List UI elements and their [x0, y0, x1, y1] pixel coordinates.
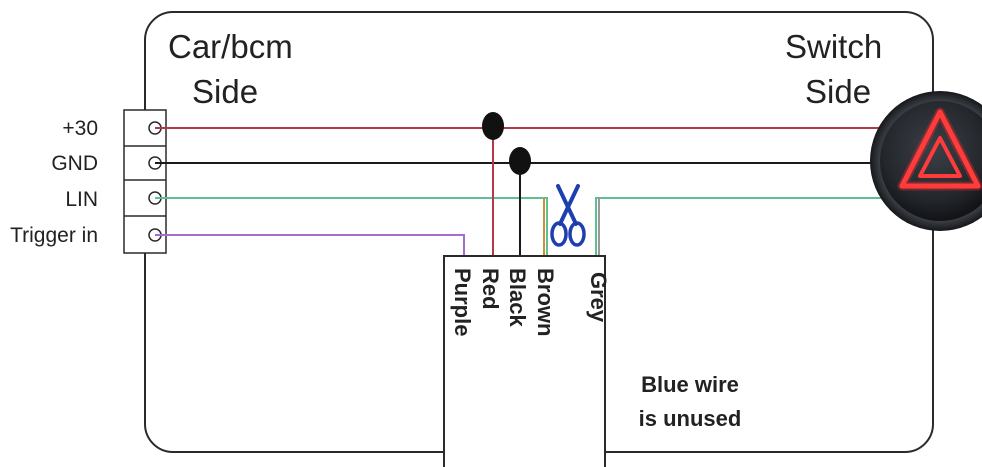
scissors-icon [550, 184, 586, 247]
module-wire-label-grey: Grey [586, 272, 611, 323]
hazard-triangle-icon [897, 107, 982, 191]
module-wire-label-red: Red [478, 268, 503, 310]
pin-label-plus30: +30 [62, 117, 98, 140]
splice-dot-red [482, 112, 504, 140]
module-wire-label-brown: Brown [533, 268, 558, 336]
pin-label-gnd: GND [51, 152, 98, 175]
pin-label-trigger: Trigger in [10, 224, 98, 247]
car-side-label-line2: Side [192, 73, 258, 110]
module-wire-label-purple: Purple [450, 268, 475, 336]
wire-lin-switch [595, 197, 910, 256]
wire-lin-car [155, 197, 548, 256]
module-wire-label-black: Black [505, 268, 530, 327]
car-side-label-line1: Car/bcm [168, 28, 293, 65]
hazard-switch-button [870, 91, 982, 231]
wire-trigger [155, 234, 465, 256]
module-box [443, 255, 606, 467]
pin-label-lin: LIN [65, 188, 98, 211]
switch-side-label-line1: Switch [785, 28, 882, 65]
splice-dot-black [509, 147, 531, 175]
switch-side-label-line2: Side [805, 73, 871, 110]
connector-block [123, 109, 167, 254]
note-line1: Blue wire [641, 372, 739, 397]
note-line2: is unused [639, 406, 742, 431]
